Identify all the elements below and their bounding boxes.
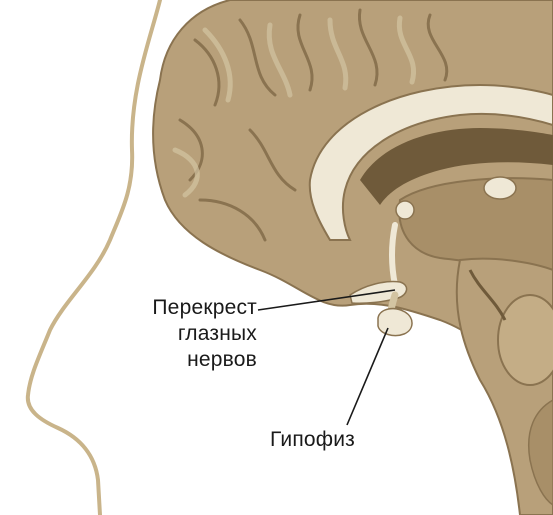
pons xyxy=(498,295,553,385)
massa-intermedia xyxy=(484,177,516,199)
pituitary-label: Гипофиз xyxy=(270,427,355,453)
anterior-commissure xyxy=(396,201,414,219)
head-profile-outline xyxy=(28,0,160,515)
optic-chiasm-label: Перекрест глазных нервов xyxy=(107,295,257,373)
optic-chiasm-label-line-1: Перекрест xyxy=(107,295,257,321)
pituitary-leader-line xyxy=(347,328,388,425)
lamina-terminalis xyxy=(392,225,395,285)
optic-chiasm-label-line-3: нервов xyxy=(107,347,257,373)
pituitary-gland xyxy=(378,309,412,336)
optic-chiasm-label-line-2: глазных xyxy=(107,321,257,347)
